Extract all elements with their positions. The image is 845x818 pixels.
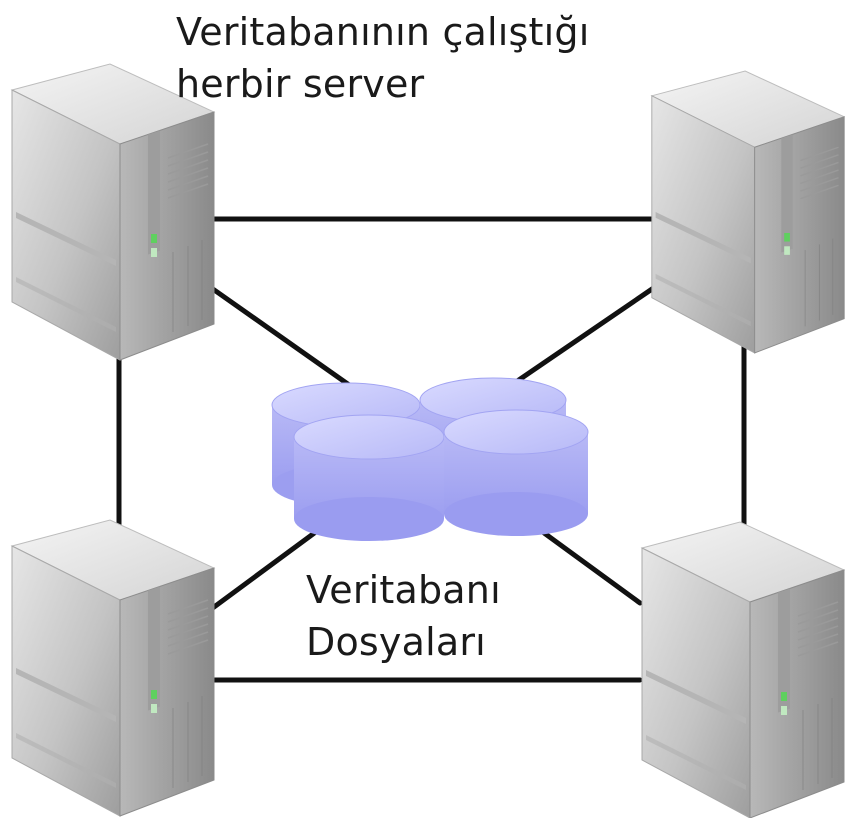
disk-front-left	[293, 414, 445, 541]
connection-lines	[116, 216, 747, 683]
edge-bottomleft-to-database	[207, 517, 335, 613]
servers-caption-line1: Veritabanının çalıştığı	[176, 10, 590, 54]
database-files-icon	[271, 377, 589, 541]
database-caption-line1: Veritabanı	[306, 568, 501, 612]
server-bottom-left-icon	[11, 519, 215, 817]
database-caption-line2: Dosyaları	[306, 620, 486, 664]
database-caption: Veritabanı Dosyaları	[306, 564, 501, 668]
server-top-right-icon	[651, 70, 845, 354]
edge-bottomright-to-database	[537, 527, 643, 606]
edge-topright-to-database	[507, 284, 658, 389]
server-bottom-right-icon	[641, 521, 845, 818]
servers-caption: Veritabanının çalıştığı herbir server	[176, 6, 589, 110]
edge-topleft-to-database	[207, 284, 355, 390]
servers-caption-line2: herbir server	[176, 62, 425, 106]
disk-front-right	[443, 409, 589, 536]
